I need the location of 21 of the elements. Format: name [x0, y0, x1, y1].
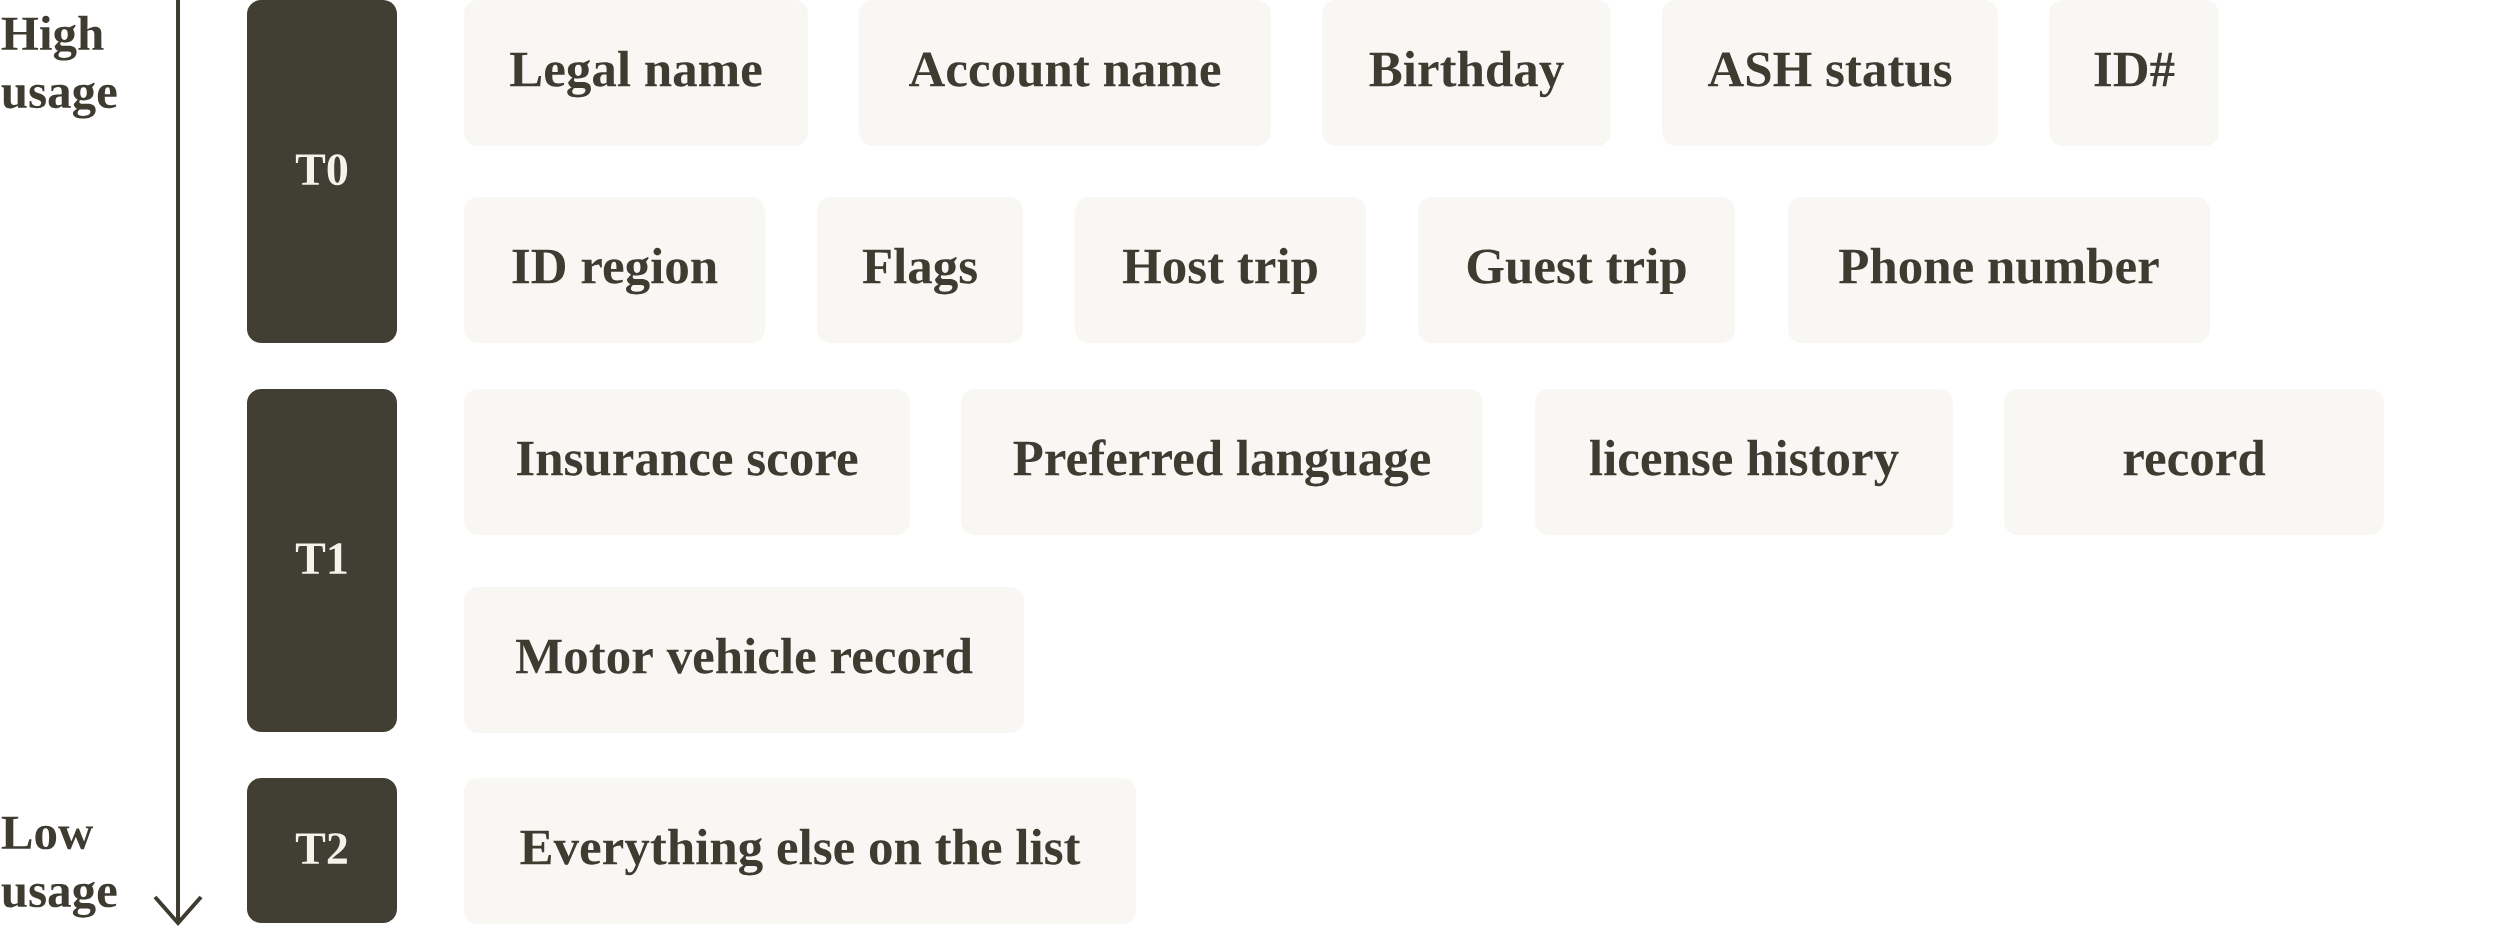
attribute-box: Account name [859, 0, 1271, 146]
attribute-box: Legal name [464, 0, 808, 146]
tier-box: T2 [247, 778, 397, 923]
attribute-box: Phone number [1788, 197, 2210, 343]
axis-label: High usage [1, 15, 117, 119]
attribute-box: Birthday [1322, 0, 1611, 146]
attribute-box: Guest trip [1418, 197, 1735, 343]
attribute-box: ASH status [1662, 0, 1998, 146]
attribute-box: Preferred language [961, 389, 1483, 535]
tier-box: T0 [247, 0, 397, 343]
attribute-box: ID region [464, 197, 765, 343]
attribute-box: Host trip [1075, 197, 1366, 343]
axis-label: Low usage [1, 816, 117, 918]
tier-box: T1 [247, 389, 397, 732]
attribute-box: license history [1535, 389, 1953, 535]
attribute-box: ID# [2049, 0, 2219, 146]
attribute-box: Flags [817, 197, 1023, 343]
attribute-box: record [2004, 389, 2384, 535]
attribute-box: Motor vehicle record [464, 587, 1024, 733]
attribute-box: Insurance score [464, 389, 910, 535]
attribute-box: Everything else on the list [464, 778, 1136, 924]
